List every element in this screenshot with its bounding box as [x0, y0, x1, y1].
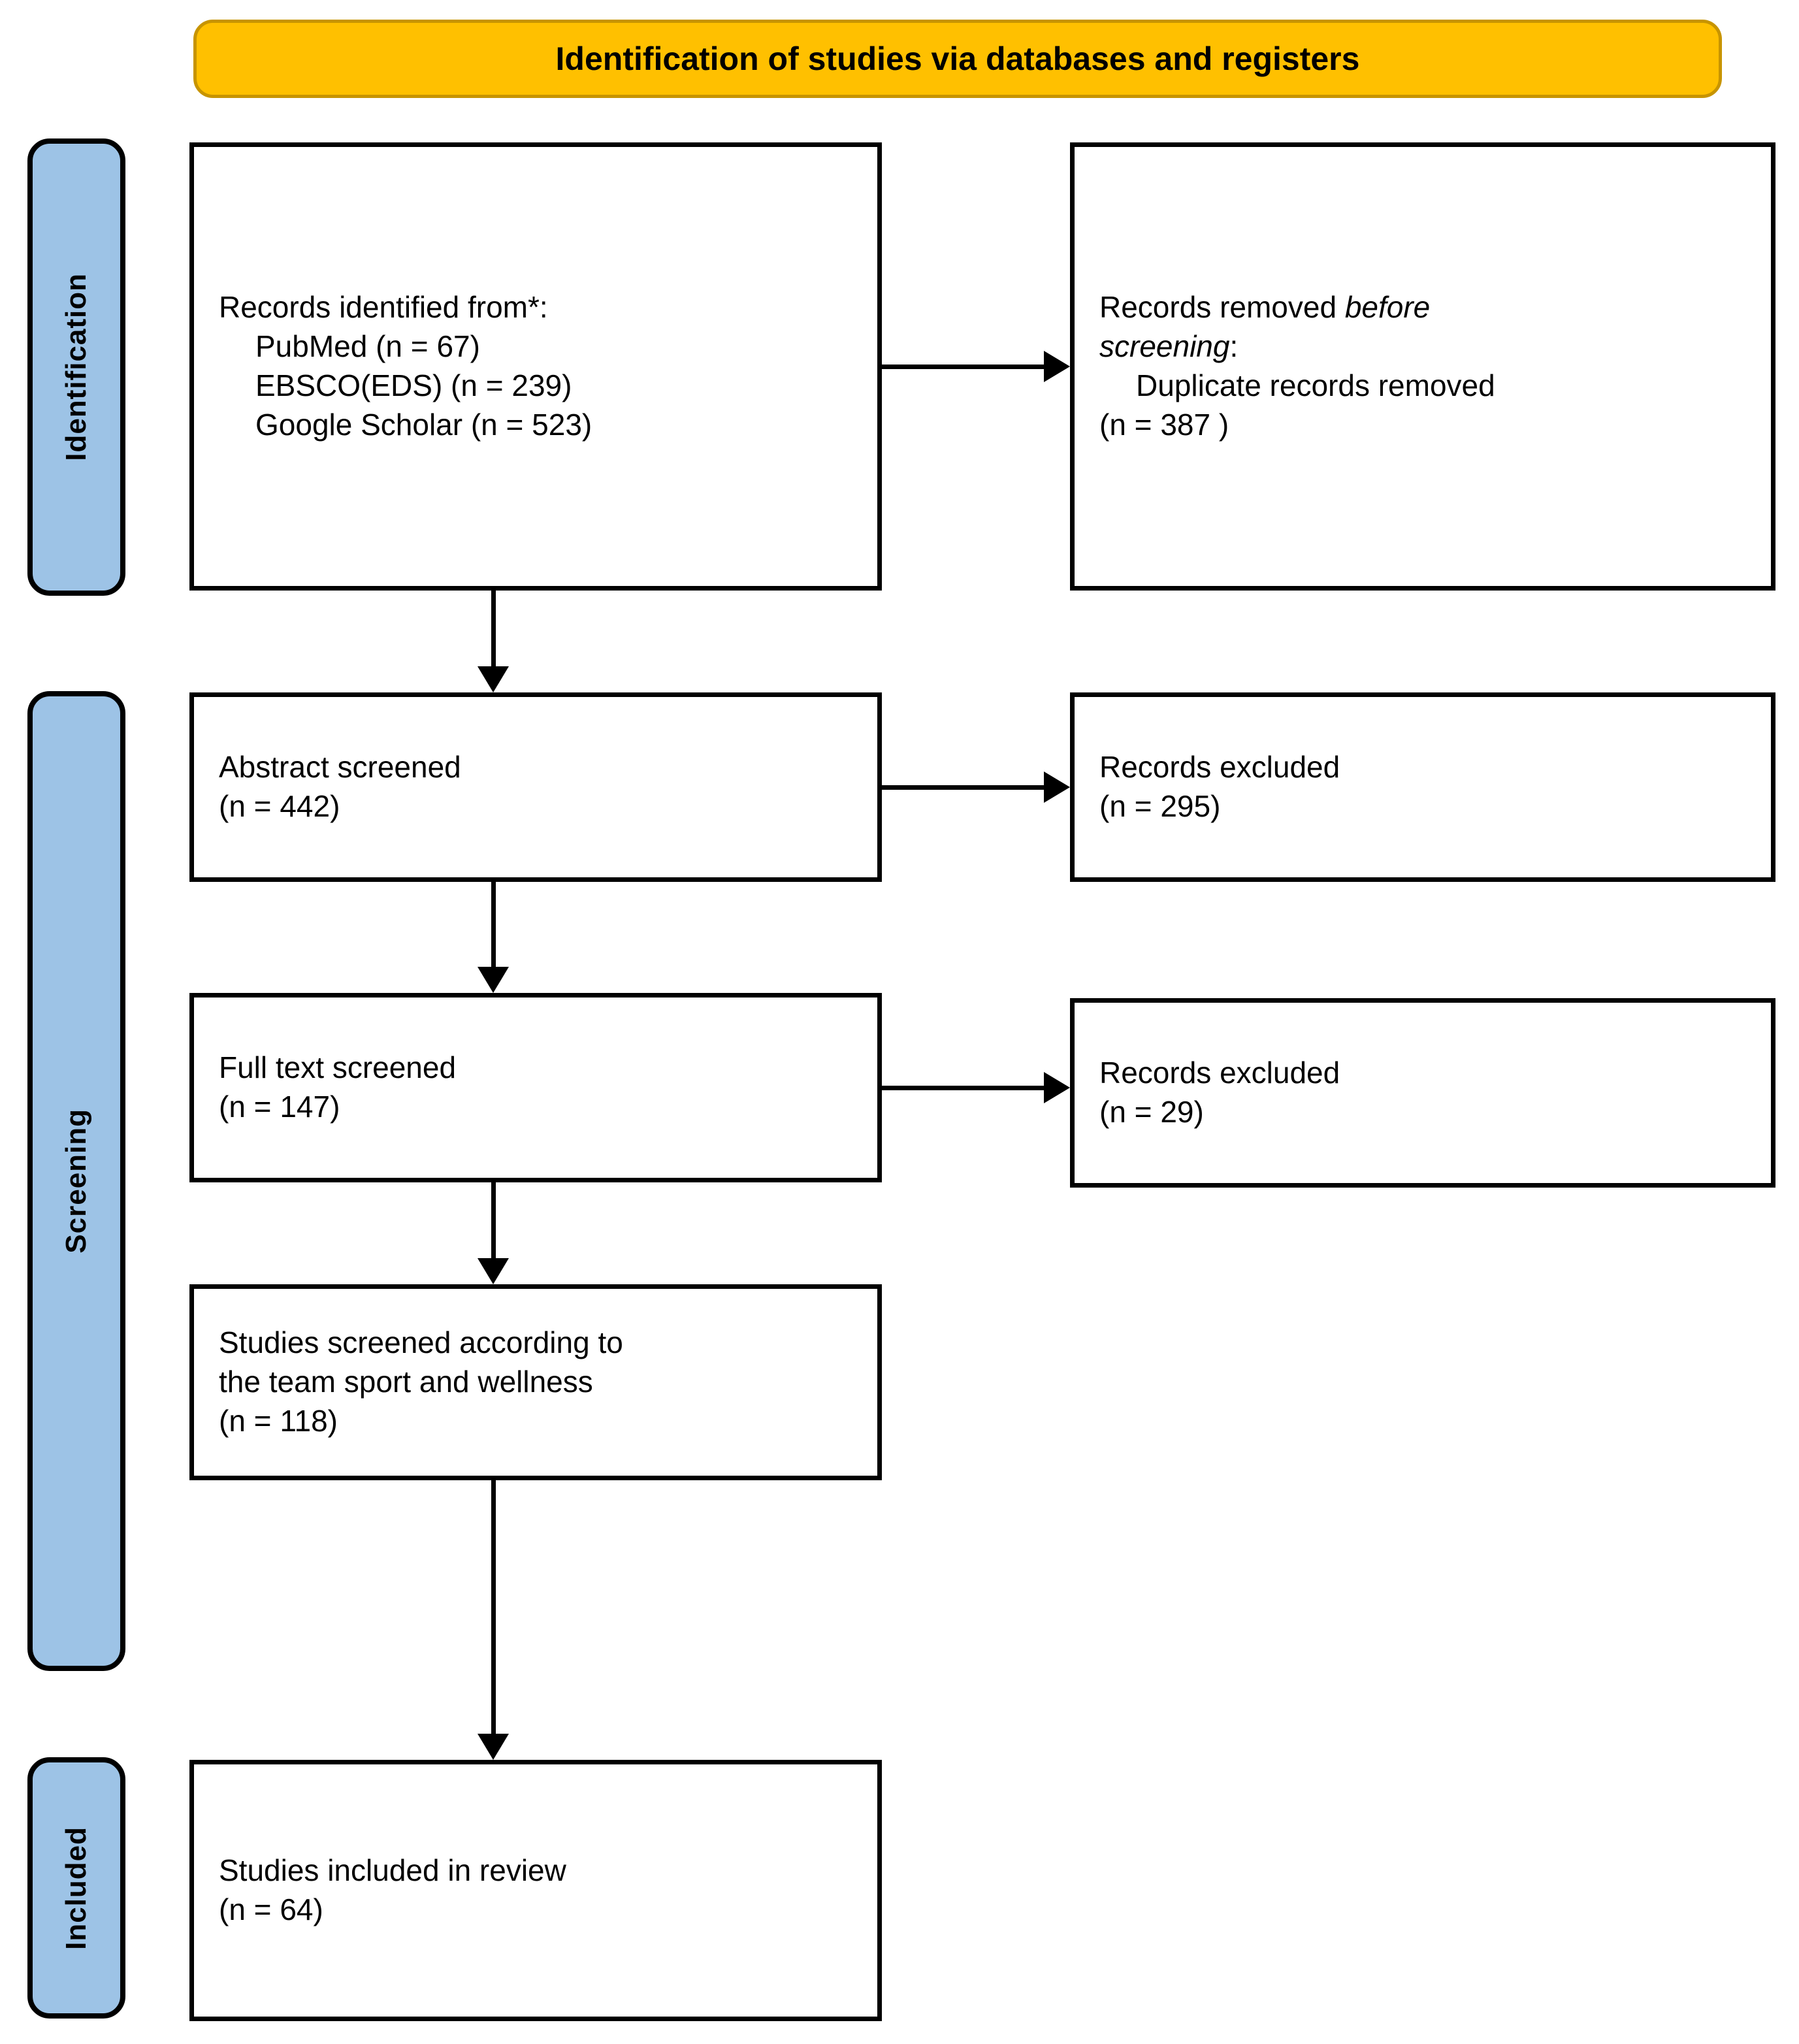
diagram-title-banner: Identification of studies via databases …: [193, 20, 1722, 98]
box-records-identified: Records identified from*: PubMed (n = 67…: [189, 142, 882, 591]
records-identified-ebsco: EBSCO(EDS) (n = 239): [255, 368, 572, 402]
arrow-head-down-icon: [478, 1258, 509, 1284]
records-removed-count: (n = 387 ): [1099, 407, 1229, 442]
abstract-screened-label: Abstract screened: [219, 750, 461, 785]
records-excluded-abstract-label: Records excluded: [1099, 750, 1340, 785]
full-text-screened-label: Full text screened: [219, 1050, 457, 1085]
arrow-shaft: [882, 1086, 1044, 1090]
arrow-head-down-icon: [478, 967, 509, 993]
records-removed-text-screening: screening: [1099, 329, 1230, 364]
diagram-title: Identification of studies via databases …: [555, 41, 1360, 77]
studies-screened-team-sport-line2: the team sport and wellness: [219, 1365, 593, 1399]
box-records-removed: Records removed before screening: Duplic…: [1070, 142, 1775, 591]
arrow-shaft: [491, 591, 496, 666]
full-text-screened-count: (n = 147): [219, 1090, 340, 1124]
records-removed-heading-line2: screening:: [1099, 327, 1746, 366]
box-records-excluded-abstract: Records excluded (n = 295): [1070, 692, 1775, 882]
stage-label-screening-text: Screening: [60, 1109, 92, 1254]
records-removed-text-colon: :: [1229, 329, 1239, 364]
records-removed-duplicates: Duplicate records removed: [1136, 368, 1495, 402]
records-excluded-abstract-count: (n = 295): [1099, 789, 1221, 823]
box-studies-screened-team-sport: Studies screened according to the team s…: [189, 1284, 882, 1480]
box-full-text-screened: Full text screened (n = 147): [189, 993, 882, 1182]
arrow-shaft: [882, 785, 1044, 790]
arrow-head-right-icon: [1044, 1072, 1070, 1103]
stage-label-identification-text: Identification: [60, 273, 92, 461]
stage-label-included: Included: [27, 1757, 125, 2019]
stage-label-screening: Screening: [27, 691, 125, 1671]
records-identified-pubmed: PubMed (n = 67): [255, 329, 480, 364]
studies-included-label: Studies included in review: [219, 1853, 566, 1888]
arrow-shaft: [882, 365, 1044, 369]
arrow-head-down-icon: [478, 1734, 509, 1760]
studies-screened-team-sport-line1: Studies screened according to: [219, 1325, 623, 1360]
records-excluded-fulltext-label: Records excluded: [1099, 1056, 1340, 1090]
stage-label-identification: Identification: [27, 138, 125, 596]
box-abstract-screened: Abstract screened (n = 442): [189, 692, 882, 882]
box-records-excluded-fulltext: Records excluded (n = 29): [1070, 998, 1775, 1188]
box-studies-included: Studies included in review (n = 64): [189, 1760, 882, 2021]
arrow-shaft: [491, 882, 496, 967]
arrow-head-down-icon: [478, 666, 509, 692]
studies-screened-team-sport-count: (n = 118): [219, 1403, 338, 1438]
records-identified-heading: Records identified from*:: [219, 290, 548, 325]
arrow-shaft: [491, 1182, 496, 1258]
abstract-screened-count: (n = 442): [219, 789, 340, 823]
records-identified-google-scholar: Google Scholar (n = 523): [255, 407, 592, 442]
arrow-shaft: [491, 1480, 496, 1734]
arrow-head-right-icon: [1044, 771, 1070, 803]
records-removed-heading-line1: Records removed before: [1099, 288, 1746, 327]
records-excluded-fulltext-count: (n = 29): [1099, 1095, 1204, 1129]
studies-included-count: (n = 64): [219, 1892, 323, 1926]
arrow-head-right-icon: [1044, 351, 1070, 382]
records-removed-text-a: Records removed: [1099, 290, 1345, 325]
records-removed-text-before: before: [1344, 290, 1431, 325]
stage-label-included-text: Included: [60, 1826, 92, 1950]
